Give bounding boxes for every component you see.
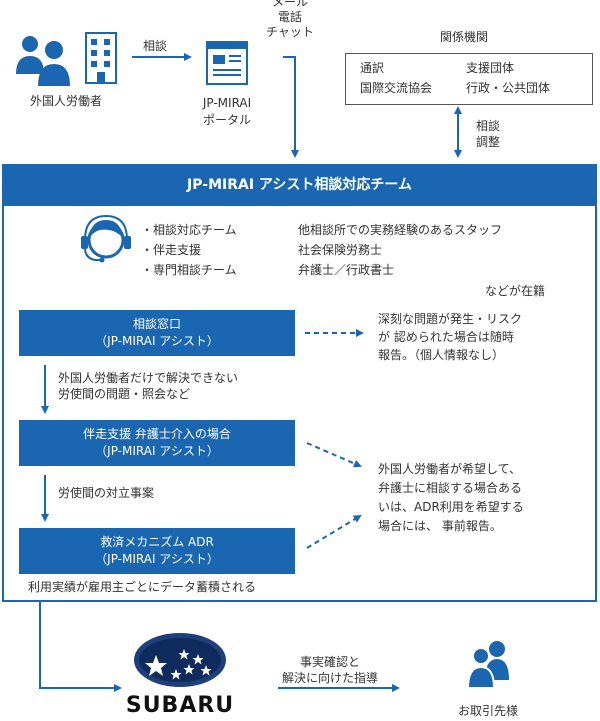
agency-support-groups: 支援団体 [466,61,515,75]
step23-note-line1: 外国人労働者が希望して、 [378,462,522,476]
role-expert: ・専門相談チーム [141,263,237,277]
step1-title: 相談窓口 [132,317,181,331]
step1-note-line2: が 認められた場合は随時 [378,330,514,344]
staff-experienced: 他相談所での実務経験のあるスタッフ [298,223,503,237]
arrow1-label-line2: 労使間の問題・照会など [58,387,191,401]
arrow1-label-line1: 外国人労働者だけで解決できない [58,371,239,385]
coordination-line1: 相談 [476,119,501,133]
guidance-line2: 解決に向けた指導 [281,671,378,685]
step3-sub: （JP-MIRAI アシスト） [95,552,219,566]
step2-title: 伴走支援 弁護士介入の場合 [83,427,231,441]
guidance-label: 事実確認と 解決に向けた指導 [270,654,390,686]
agency-interpreter: 通訳 [360,61,385,75]
coordination-label: 相談 調整 [476,118,500,150]
team-staff: 他相談所での実務経験のあるスタッフ 社会保険労務士 弁護士／行政書士 [298,220,502,280]
agencies-title: 関係機関 [440,30,489,44]
step23-note-line4: 場合には、 事前報告。 [378,519,502,533]
step-adr: 救済メカニズム ADR （JP-MIRAI アシスト） [19,528,295,574]
step1-sub: （JP-MIRAI アシスト） [95,334,219,348]
step1-note-line1: 深刻な問題が発生・リスク [378,312,523,326]
step23-note: 外国人労働者が希望して、 弁護士に相談する場合ある いは、ADR利用を希望する … [378,460,524,536]
agency-government: 行政・公共団体 [466,81,551,95]
arrow1-label: 外国人労働者だけで解決できない 労使間の問題・照会など [58,370,238,402]
staff-note: などが在籍 [485,284,546,298]
building-icon [85,32,117,84]
step1-note-line3: 報告。（個人情報なし） [378,348,505,362]
worker-label: 外国人労働者 [30,94,103,108]
channels-label: メール 電話 チャット [255,0,325,40]
team-title: JP-MIRAI アシスト相談対応チーム [2,164,597,206]
step2-sub: （JP-MIRAI アシスト） [95,444,219,458]
portal-label: JP-MIRAI ポータル [180,95,274,129]
agency-international-exchange: 国際交流協会 [360,81,433,95]
subaru-logo [132,631,228,689]
portal-icon [206,41,248,85]
partners-label: お取引先様 [458,704,519,718]
step23-note-line2: 弁護士に相談する場合ある [378,481,523,495]
team-roles: ・相談対応チーム ・伴走支援 ・専門相談チーム [141,220,237,280]
channel-phone: 電話 [277,10,302,24]
data-note: 利用実績が雇用主ごとにデータ蓄積される [28,580,257,594]
headset-operator-icon [76,214,136,270]
portal-label-line1: JP-MIRAI [202,96,252,110]
staff-labor-consultant: 社会保険労務士 [298,243,383,257]
step-consultation-desk: 相談窓口 （JP-MIRAI アシスト） [19,310,295,356]
guidance-line1: 事実確認と [299,655,360,669]
partners-icon [464,640,516,689]
channel-mail: メール [271,0,308,9]
dashed-arrow-step2 [306,442,362,468]
step1-note: 深刻な問題が発生・リスク が 認められた場合は随時 報告。（個人情報なし） [378,310,522,364]
dashed-arrow-step3 [306,514,362,549]
channel-chat: チャット [266,25,314,39]
step3-title: 救済メカニズム ADR [100,535,214,549]
consult-label: 相談 [143,39,168,53]
step23-note-line3: いは、ADR利用を希望する [378,500,524,514]
role-accompany: ・伴走支援 [141,243,202,257]
portal-label-line2: ポータル [202,113,251,127]
staff-lawyer: 弁護士／行政書士 [298,263,395,277]
arrow-to-subaru [39,602,122,692]
workers-icon [14,34,74,86]
agencies-box: 通訳 支援団体 国際交流協会 行政・公共団体 [345,53,593,105]
role-consultation: ・相談対応チーム [141,223,237,237]
arrow-channels [283,56,299,158]
arrow2-label: 労使間の対立事案 [58,486,155,500]
subaru-brand-text: SUBARU [125,693,235,718]
coordination-line2: 調整 [476,135,501,149]
step-accompany-lawyer: 伴走支援 弁護士介入の場合 （JP-MIRAI アシスト） [19,420,295,466]
